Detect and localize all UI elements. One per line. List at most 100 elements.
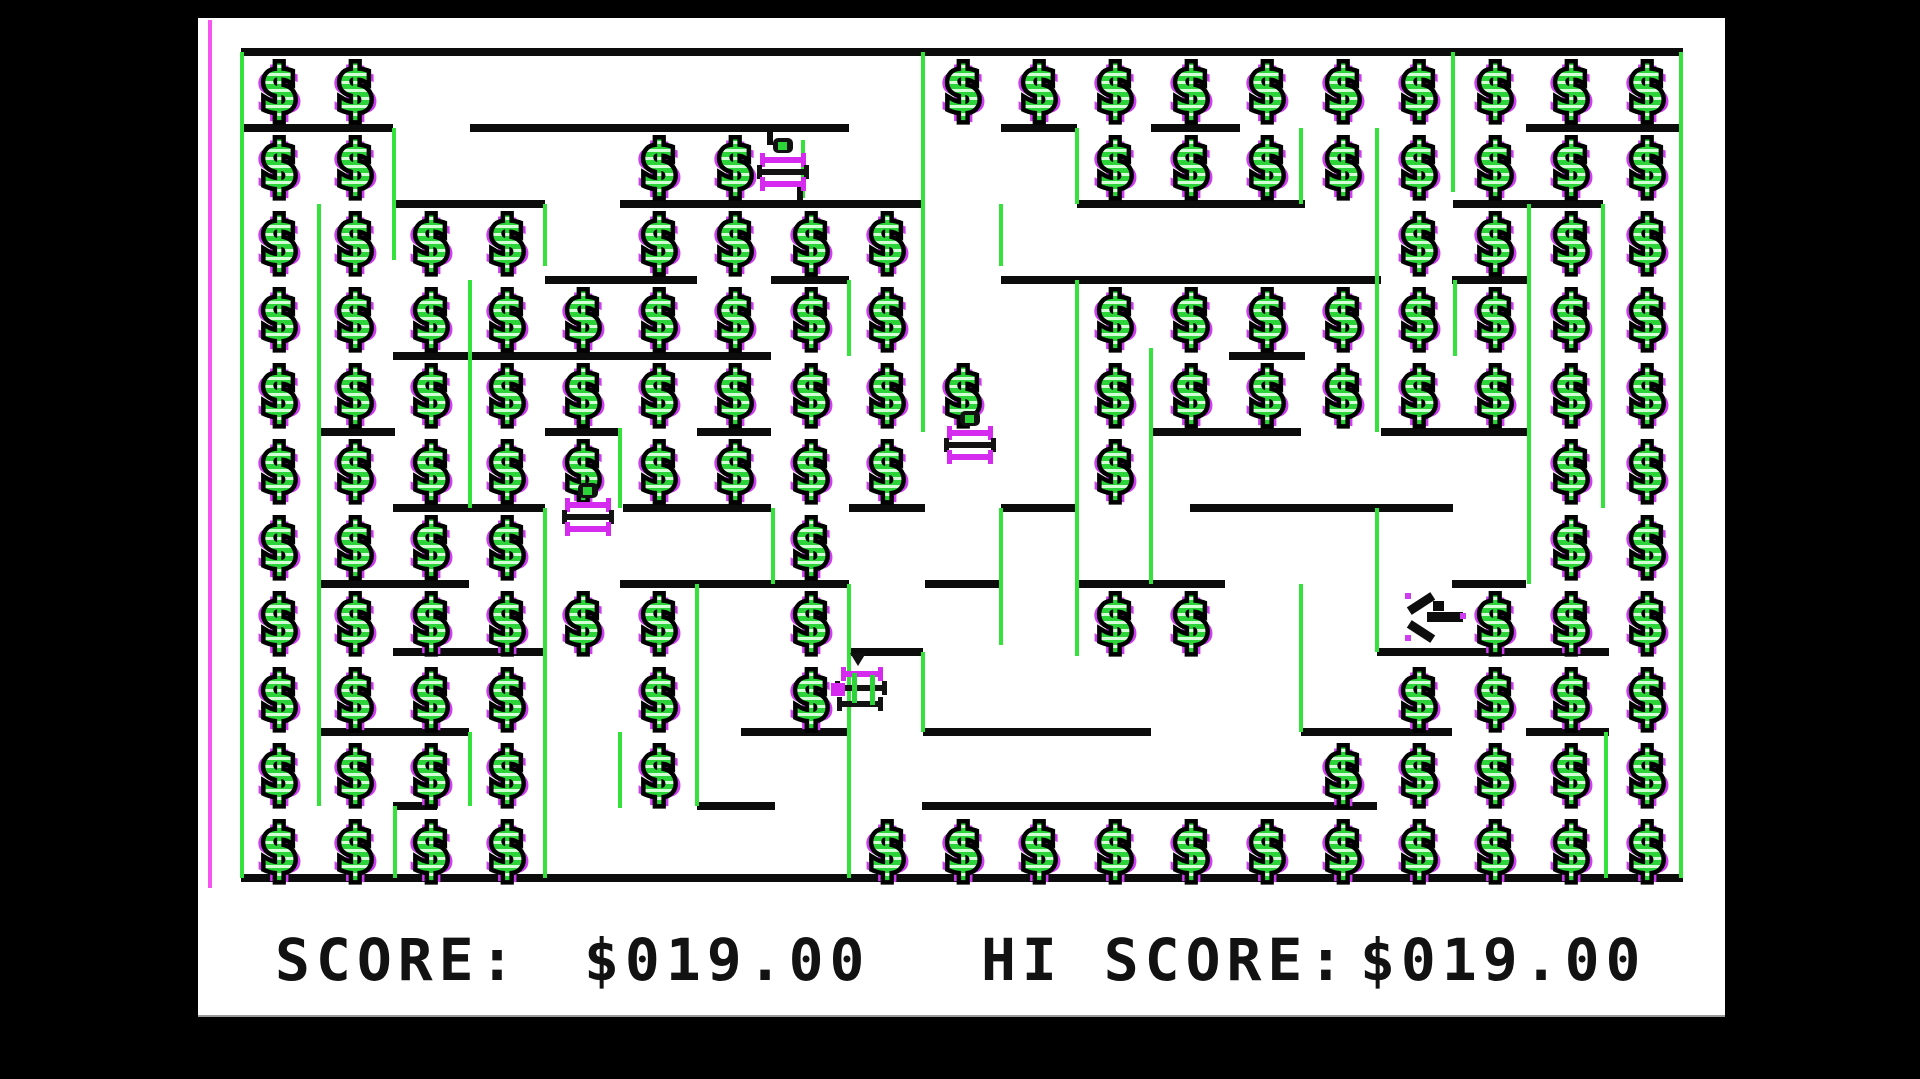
dollar-outline: $ [469, 584, 545, 660]
dollar-glyph: $ [1609, 280, 1685, 356]
dollar-glyph: $ [241, 432, 317, 508]
dollar-sprite: $$ [469, 584, 545, 660]
dollar-sprite: $$ [1153, 128, 1229, 204]
dollar-outline: $ [1533, 812, 1609, 888]
dollar-sprite: $$ [469, 508, 545, 584]
dollar-outline: $ [317, 52, 393, 128]
dollar-glyph: $ [621, 204, 697, 280]
dollar-outline: $ [1153, 52, 1229, 128]
dollar-sprite: $$ [1077, 584, 1153, 660]
dollar-sprite: $$ [393, 660, 469, 736]
dollar-sprite: $$ [1305, 736, 1381, 812]
dollar-glyph: $ [469, 736, 545, 812]
dollar-sprite: $$ [393, 204, 469, 280]
dollar-glyph: $ [1609, 660, 1685, 736]
dollar-sprite: $$ [1609, 660, 1685, 736]
dollar-outline: $ [1609, 52, 1685, 128]
dollar-outline: $ [849, 280, 925, 356]
maze-wall-vertical [468, 732, 472, 806]
dollar-sprite: $$ [773, 508, 849, 584]
dollar-sprite: $$ [317, 508, 393, 584]
maze-wall-horizontal [697, 802, 775, 810]
maze-wall-vertical [1601, 204, 1605, 508]
maze-wall-horizontal [241, 48, 1683, 56]
dollar-outline: $ [1533, 432, 1609, 508]
dollar-outline: $ [241, 812, 317, 888]
maze-wall-vertical [543, 508, 547, 878]
dollar-sprite: $$ [241, 736, 317, 812]
dollar-outline: $ [1533, 280, 1609, 356]
dollar-sprite: $$ [317, 812, 393, 888]
dollar-outline: $ [1457, 584, 1533, 660]
maze-wall-horizontal [1526, 728, 1609, 736]
dollar-sprite: $$ [697, 432, 773, 508]
dollar-sprite: $$ [849, 432, 925, 508]
dollar-glyph: $ [1001, 52, 1077, 128]
maze-wall-vertical [695, 584, 699, 806]
dollar-outline: $ [1153, 584, 1229, 660]
dollar-sprite: $$ [621, 584, 697, 660]
dollar-sprite: $$ [1457, 204, 1533, 280]
dollar-glyph: $ [1457, 584, 1533, 660]
dollar-sprite: $$ [317, 736, 393, 812]
dollar-outline: $ [545, 584, 621, 660]
dollar-glyph: $ [1077, 584, 1153, 660]
dollar-sprite: $$ [1305, 280, 1381, 356]
dollar-sprite: $$ [1305, 52, 1381, 128]
dollar-sprite: $$ [393, 584, 469, 660]
dollar-outline: $ [1153, 280, 1229, 356]
maze-wall-horizontal [1526, 124, 1681, 132]
dollar-outline: $ [317, 128, 393, 204]
dollar-sprite: $$ [393, 432, 469, 508]
maze-wall-vertical [1075, 280, 1079, 656]
dollar-sprite: $$ [469, 204, 545, 280]
dollar-sprite: $$ [1609, 736, 1685, 812]
dollar-sprite: $$ [1001, 812, 1077, 888]
maze-wall-horizontal [620, 200, 921, 208]
dollar-sprite: $$ [393, 508, 469, 584]
dollar-sprite: $$ [241, 812, 317, 888]
dollar-outline: $ [697, 204, 773, 280]
dollar-sprite: $$ [1153, 584, 1229, 660]
dollar-sprite: $$ [849, 812, 925, 888]
dollar-sprite: $$ [621, 204, 697, 280]
maze-wall-horizontal [1377, 648, 1609, 656]
dollar-glyph: $ [393, 204, 469, 280]
dollar-outline: $ [697, 280, 773, 356]
dollar-outline: $ [1381, 280, 1457, 356]
maze-wall-horizontal [623, 504, 771, 512]
dollar-glyph: $ [393, 508, 469, 584]
dollar-glyph: $ [241, 584, 317, 660]
dollar-glyph: $ [469, 356, 545, 432]
dollar-outline: $ [925, 52, 1001, 128]
dollar-glyph: $ [241, 660, 317, 736]
maze-wall-vertical [921, 652, 925, 732]
dollar-sprite: $$ [1533, 356, 1609, 432]
maze-wall-horizontal [393, 200, 545, 208]
dollar-sprite: $$ [393, 812, 469, 888]
dollar-outline: $ [241, 432, 317, 508]
dollar-glyph: $ [241, 128, 317, 204]
dollar-sprite: $$ [317, 128, 393, 204]
dollar-sprite: $$ [849, 204, 925, 280]
player-body [1427, 612, 1463, 622]
dollar-glyph: $ [317, 660, 393, 736]
dollar-outline: $ [773, 584, 849, 660]
dollar-outline: $ [317, 280, 393, 356]
dollar-glyph: $ [393, 660, 469, 736]
dollar-outline: $ [621, 204, 697, 280]
dollar-glyph: $ [1609, 128, 1685, 204]
maze-wall-vertical [1299, 584, 1303, 732]
dollar-glyph: $ [697, 356, 773, 432]
score-label: SCORE: [275, 926, 521, 994]
spider-leg-icon [947, 426, 993, 440]
dollar-glyph: $ [1381, 356, 1457, 432]
dollar-glyph: $ [1457, 52, 1533, 128]
maze-wall-vertical [999, 508, 1003, 645]
dollar-outline: $ [1305, 280, 1381, 356]
dollar-glyph: $ [621, 128, 697, 204]
dollar-outline: $ [1609, 508, 1685, 584]
spider-leg-icon [760, 153, 806, 167]
dollar-sprite: $$ [1153, 52, 1229, 128]
